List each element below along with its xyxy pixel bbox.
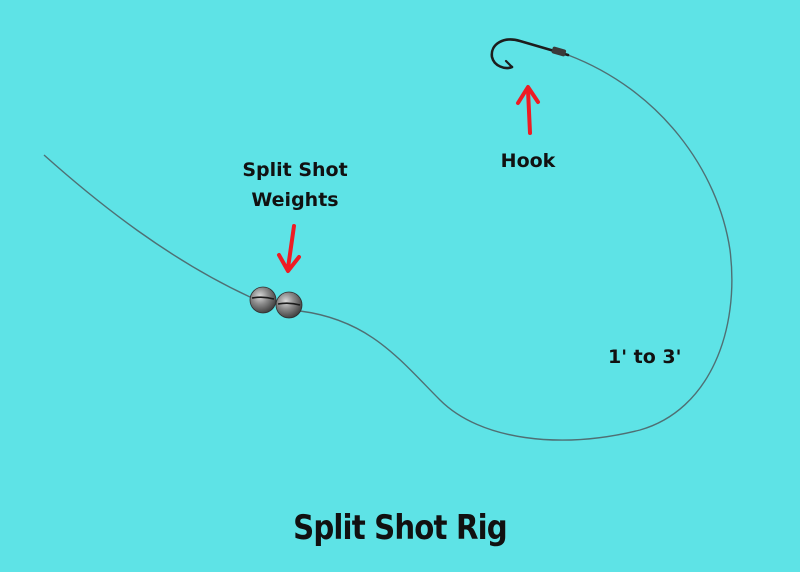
split-shot-weights-label: Split Shot Weights <box>215 155 375 215</box>
leader-length-label: 1' to 3' <box>608 346 682 368</box>
weights-label-line1: Split Shot <box>242 159 348 181</box>
weights-pointer-arrow-icon <box>277 224 301 273</box>
leader-line <box>299 54 733 441</box>
diagram-title: Split Shot Rig <box>293 508 508 548</box>
main-line <box>43 154 251 298</box>
fishing-hook-icon <box>490 38 570 70</box>
hook-pointer-arrow-icon <box>516 85 540 135</box>
weights-label-line2: Weights <box>251 189 339 211</box>
split-shot-weight-icon <box>249 286 303 319</box>
hook-label: Hook <box>500 150 556 172</box>
